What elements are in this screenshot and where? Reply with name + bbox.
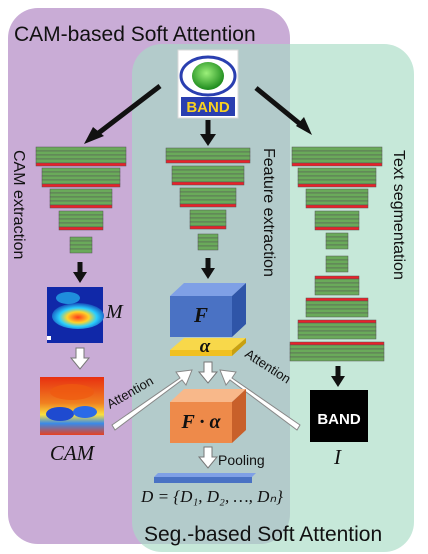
arrow-logo-to-text [254,86,307,130]
segmentation-mask: BAND [310,390,368,442]
band-logo: BAND [177,49,239,119]
arrow-to-mask-head [331,376,345,387]
d-formula: D = {D₁, D₂, …, Dₙ} [140,487,283,506]
alpha-symbol: α [200,336,211,357]
cam-heatmap [40,377,104,435]
arrow-logo-to-text-head [296,117,312,135]
m-symbol: M [105,301,124,323]
arrow-logo-to-cam [90,84,162,140]
cam-extraction-label: CAM extraction [10,150,27,259]
logo-eye-icon [192,62,224,90]
seg-panel-title: Seg.-based Soft Attention [144,523,382,546]
f-cube [170,283,246,337]
pooling-arrow [197,446,219,469]
f-alpha-cube [170,389,246,443]
arrow-logo-to-feature-head [200,134,216,146]
arrow-to-m-head [73,272,87,283]
attention-right-arrow [219,369,301,431]
cam-symbol: CAM [50,441,96,465]
f-symbol: F [193,303,208,327]
arrow-to-f-head [201,268,215,279]
m-heatmap [47,287,104,343]
f-alpha-symbol: F · α [180,411,221,433]
arrow-alpha-to-f-alpha [197,361,219,384]
arrow-m-to-cam [69,347,91,370]
logo-text: BAND [186,99,229,116]
cam-panel-title: CAM-based Soft Attention [14,23,256,46]
feature-encoder-stack [165,147,251,251]
cam-encoder-stack [35,146,127,254]
pooled-vector [154,473,256,483]
mask-text: BAND [317,411,360,428]
attention-left-arrow [111,369,193,431]
i-symbol: I [333,445,342,469]
text-segmentation-label: Text segmentation [390,150,407,280]
arrow-logo-to-cam-head [84,127,104,144]
alpha-slab [170,338,246,356]
feature-extraction-label: Feature extraction [260,148,277,277]
text-seg-stack [289,146,385,362]
pooling-label: Pooling [218,452,265,468]
